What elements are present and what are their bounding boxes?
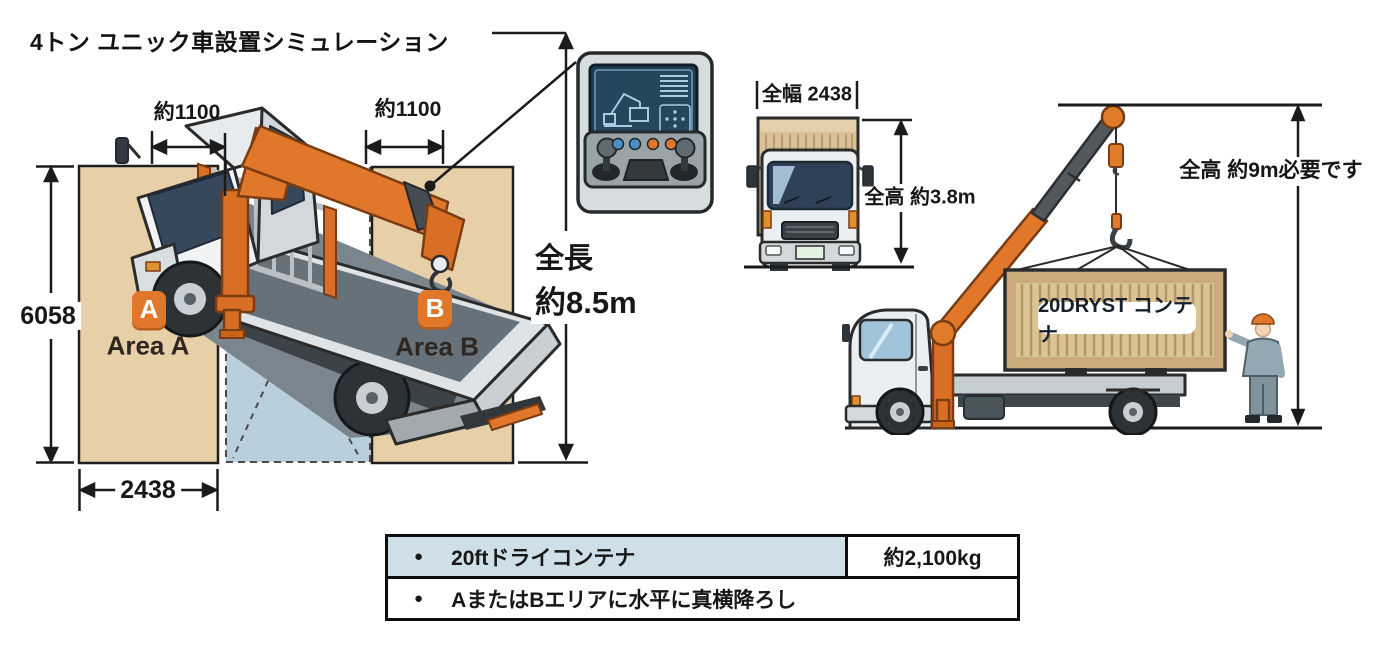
crane-truck-isometric-illustration (77, 106, 562, 465)
cab-front (746, 148, 874, 271)
dim-cab-offset-label: 約1100 (153, 100, 221, 124)
container-label: 20DRYST コンテナ (1038, 295, 1196, 346)
worker-figure (1225, 313, 1285, 423)
spec-note-label: AまたはBエリアに水平に真横降ろし (451, 588, 797, 612)
sling-cables (1007, 245, 1197, 273)
spec-value-cell: 約2,100kg (848, 537, 1017, 576)
area-b-label: Area B (395, 331, 479, 362)
area-a-label: Area A (106, 330, 190, 361)
bullet-icon: ● (414, 548, 424, 565)
spec-item-value: 約2,100kg (883, 546, 982, 570)
dim-front-width-label: 全幅 2438 (761, 83, 853, 106)
spec-table: ● 20ftドライコンテナ 約2,100kg ● AまたはBエリアに水平に真横降… (385, 534, 1020, 621)
bullet-icon: ● (414, 590, 424, 607)
crane-boom (214, 124, 466, 339)
dim-area-depth-label: 6058 (15, 301, 81, 331)
remote-control-panel-illustration (576, 51, 714, 214)
dim-lift-height-label: 全高 約9m必要です (1174, 158, 1368, 184)
truck-front-view-illustration (746, 116, 874, 271)
page-title: 4トン ユニック車設置シミュレーション (30, 29, 449, 55)
dim-total-length-label: 全長 約8.5m (531, 233, 641, 324)
joystick-left (592, 137, 620, 181)
screen-crane-icon (603, 92, 649, 127)
dim-front-height-label: 全高 約3.8m (859, 186, 981, 210)
crane-side (929, 104, 1197, 429)
area-a-badge: A (132, 291, 166, 328)
lift-hook-icon (1109, 227, 1133, 251)
spec-note-cell: ● AまたはBエリアに水平に真横降ろし (388, 579, 1017, 618)
table-row: ● AまたはBエリアに水平に真横降ろし (388, 576, 1017, 618)
spec-item-cell: ● 20ftドライコンテナ (388, 537, 848, 576)
crane-lift-scene-illustration (842, 104, 1322, 435)
flatbed (176, 234, 562, 446)
crane-truck-side (842, 308, 1187, 435)
area-b-badge: B (418, 290, 452, 327)
spec-item-label: 20ftドライコンテナ (451, 546, 636, 570)
dim-area-width-label: 2438 (115, 475, 181, 505)
screen-menu-lines (660, 75, 688, 97)
helmet-icon (1251, 313, 1275, 325)
dim-boom-offset-label: 約1100 (374, 97, 442, 121)
table-row: ● 20ftドライコンテナ 約2,100kg (388, 537, 1017, 576)
panel-rocker-button (622, 159, 670, 181)
panel-buttons (611, 137, 678, 151)
